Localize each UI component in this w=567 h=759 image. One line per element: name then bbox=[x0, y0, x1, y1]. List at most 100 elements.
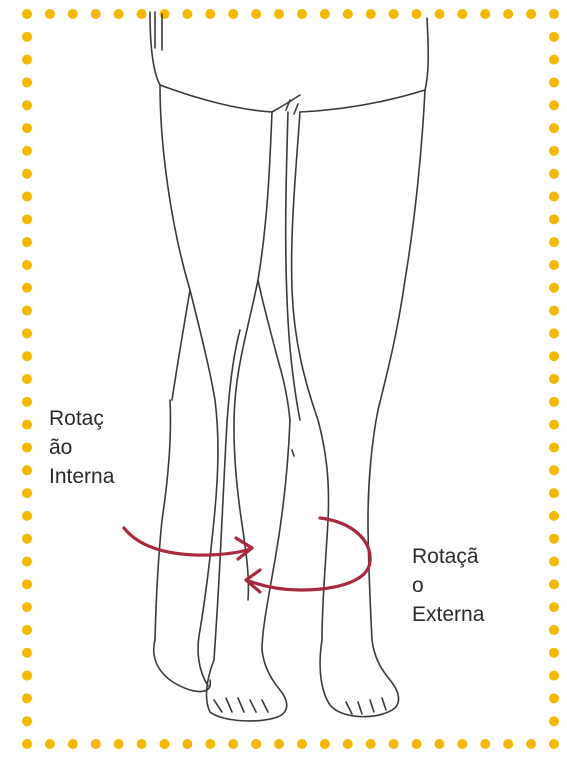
border-dot bbox=[22, 557, 32, 567]
border-dot bbox=[274, 739, 284, 749]
legs-illustration bbox=[150, 12, 428, 721]
border-dot bbox=[22, 488, 32, 498]
border-dot bbox=[549, 671, 559, 681]
external-rotation-label: Rotaçã o Externa bbox=[412, 542, 484, 629]
border-dot bbox=[549, 306, 559, 316]
border-dot bbox=[549, 328, 559, 338]
border-dot bbox=[159, 739, 169, 749]
border-dot bbox=[343, 9, 353, 19]
border-dot bbox=[297, 9, 307, 19]
border-dot bbox=[22, 579, 32, 589]
border-dot bbox=[22, 671, 32, 681]
dotted-border bbox=[22, 9, 559, 749]
border-dot bbox=[526, 739, 536, 749]
border-dot bbox=[182, 739, 192, 749]
border-dot bbox=[22, 283, 32, 293]
border-dot bbox=[114, 739, 124, 749]
border-dot bbox=[137, 9, 147, 19]
border-dot bbox=[22, 602, 32, 612]
border-dot bbox=[22, 260, 32, 270]
border-dot bbox=[45, 739, 55, 749]
border-dot bbox=[549, 9, 559, 19]
border-dot bbox=[251, 9, 261, 19]
border-dot bbox=[22, 306, 32, 316]
border-dot bbox=[549, 192, 559, 202]
border-dot bbox=[274, 9, 284, 19]
border-dot bbox=[549, 55, 559, 65]
border-dot bbox=[22, 237, 32, 247]
border-dot bbox=[549, 283, 559, 293]
border-dot bbox=[549, 648, 559, 658]
internal-rotation-label: Rotaç ão Interna bbox=[49, 404, 114, 491]
border-dot bbox=[549, 146, 559, 156]
border-dot bbox=[22, 397, 32, 407]
border-dot bbox=[549, 237, 559, 247]
border-dot bbox=[182, 9, 192, 19]
border-dot bbox=[22, 442, 32, 452]
border-dot bbox=[549, 739, 559, 749]
border-dot bbox=[22, 55, 32, 65]
border-dot bbox=[549, 465, 559, 475]
border-dot bbox=[549, 625, 559, 635]
border-dot bbox=[22, 100, 32, 110]
border-dot bbox=[549, 169, 559, 179]
border-dot bbox=[549, 214, 559, 224]
border-dot bbox=[159, 9, 169, 19]
border-dot bbox=[22, 32, 32, 42]
border-dot bbox=[22, 374, 32, 384]
border-dot bbox=[297, 739, 307, 749]
border-dot bbox=[549, 32, 559, 42]
border-dot bbox=[549, 579, 559, 589]
border-dot bbox=[457, 739, 467, 749]
border-dot bbox=[480, 739, 490, 749]
border-dot bbox=[549, 511, 559, 521]
border-dot bbox=[549, 488, 559, 498]
border-dot bbox=[22, 648, 32, 658]
border-dot bbox=[549, 534, 559, 544]
border-dot bbox=[549, 557, 559, 567]
border-dot bbox=[549, 420, 559, 430]
border-dot bbox=[549, 351, 559, 361]
border-dot bbox=[549, 77, 559, 87]
border-dot bbox=[251, 739, 261, 749]
border-dot bbox=[412, 739, 422, 749]
border-dot bbox=[389, 739, 399, 749]
border-dot bbox=[205, 9, 215, 19]
border-dot bbox=[22, 77, 32, 87]
border-dot bbox=[68, 739, 78, 749]
border-dot bbox=[22, 625, 32, 635]
border-dot bbox=[22, 693, 32, 703]
border-dot bbox=[68, 9, 78, 19]
border-dot bbox=[22, 123, 32, 133]
border-dot bbox=[22, 169, 32, 179]
border-dot bbox=[366, 9, 376, 19]
border-dot bbox=[549, 442, 559, 452]
border-dot bbox=[549, 716, 559, 726]
border-dot bbox=[228, 739, 238, 749]
border-dot bbox=[22, 739, 32, 749]
border-dot bbox=[549, 397, 559, 407]
border-dot bbox=[22, 465, 32, 475]
external-rotation-arrow bbox=[246, 518, 370, 592]
border-dot bbox=[343, 739, 353, 749]
border-dot bbox=[45, 9, 55, 19]
border-dot bbox=[22, 328, 32, 338]
border-dot bbox=[320, 739, 330, 749]
border-dot bbox=[22, 192, 32, 202]
border-dot bbox=[434, 9, 444, 19]
border-dot bbox=[91, 739, 101, 749]
internal-rotation-arrow bbox=[124, 528, 252, 559]
border-dot bbox=[549, 123, 559, 133]
border-dot bbox=[389, 9, 399, 19]
border-dot bbox=[22, 420, 32, 430]
border-dot bbox=[503, 739, 513, 749]
border-dot bbox=[91, 9, 101, 19]
border-dot bbox=[480, 9, 490, 19]
border-dot bbox=[22, 9, 32, 19]
border-dot bbox=[412, 9, 422, 19]
border-dot bbox=[320, 9, 330, 19]
border-dot bbox=[22, 534, 32, 544]
border-dot bbox=[228, 9, 238, 19]
border-dot bbox=[22, 716, 32, 726]
